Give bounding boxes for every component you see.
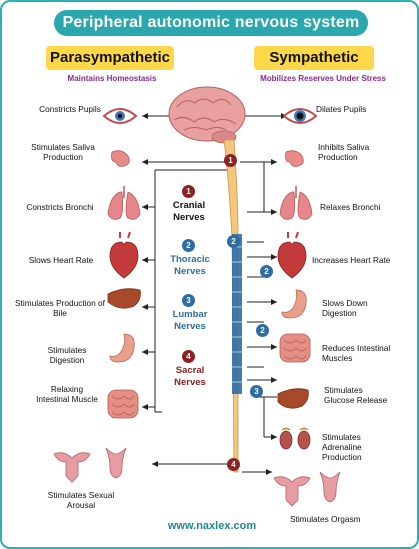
spine-badge-lumbar: 3 [250,385,263,398]
right-liver-icon [277,388,309,409]
effect-increases-heart-rate: Increases Heart Rate [312,255,391,265]
effect-dilates-pupils: Dilates Pupils [316,104,367,114]
spinal-cord-icon [223,139,242,473]
effect-stimulates-saliva: Stimulates Saliva Production [31,142,95,162]
effect-adrenaline-production: Stimulates Adrenaline Production [322,432,362,462]
spine-badge-cranial: 1 [224,154,237,167]
dilated-eye-icon [282,108,318,124]
heart-icon [109,231,139,279]
sympathetic-subtitle: Mobilizes Reserves Under Stress [260,74,386,83]
right-lungs-icon [279,186,313,220]
effect-slows-heart-rate: Slows Heart Rate [28,255,94,265]
site-url: www.naxlex.com [167,520,257,532]
spine-badge-thoracic-2: 2 [260,265,273,278]
right-heart-icon [277,231,307,279]
stomach-icon [109,333,135,363]
effect-sexual-arousal: Stimulates Sexual Arousal [47,490,115,510]
connector-arrowheads [142,113,287,475]
right-salivary-gland-icon [285,150,304,167]
right-reproductive-organs-icon [273,471,341,507]
effect-stimulates-bile: Stimulates Production of Bile [15,298,105,318]
lungs-icon [107,186,141,220]
nerve-badge-4: 4 [182,350,195,363]
parasympathetic-subtitle: Maintains Homeostasis [67,74,157,83]
effect-constricts-pupils: Constricts Pupils [39,104,101,114]
sympathetic-header: Sympathetic [254,46,374,70]
effect-inhibits-saliva: Inhibits Saliva Production [318,142,370,162]
effect-constricts-bronchi: Constricts Bronchi [26,202,94,212]
nerve-lumbar: Lumbar Nerves [172,309,208,332]
right-intestines-icon [279,333,311,363]
effect-stimulates-digestion: Stimulates Digestion [47,345,87,365]
nerve-thoracic: Thoracic Nerves [170,254,210,277]
nerve-cranial: Cranial Nerves [172,200,206,223]
adrenal-kidneys-icon [279,427,311,450]
salivary-gland-icon [111,150,130,167]
effect-reduces-intestinal: Reduces Intestinal Muscles [322,343,391,363]
reproductive-organs-icon [53,447,127,483]
nerve-sacral: Sacral Nerves [174,365,206,388]
spine-badge-sacral: 4 [227,458,240,471]
right-stomach-icon [281,289,307,319]
nerve-badge-1: 1 [182,185,195,198]
effect-stimulates-orgasm: Stimulates Orgasm [290,514,361,524]
intestines-icon [107,389,139,419]
spine-badge-thoracic-3: 2 [256,324,269,337]
parasympathetic-header: Parasympathetic [46,46,174,70]
brain-icon [168,86,246,144]
nerve-badge-2: 2 [182,239,195,252]
spine-badge-thoracic-1: 2 [227,235,240,248]
nerve-badge-3: 3 [182,294,195,307]
effect-relaxing-intestinal: Relaxing Intestinal Muscle [36,384,98,404]
effect-relaxes-bronchi: Relaxes Bronchi [320,202,381,212]
parasympathetic-connectors [142,115,232,465]
effect-glucose-release: Stimulates Glucose Release [324,385,388,405]
page-title: Peripheral autonomic nervous system [54,10,368,36]
eye-icon [102,108,138,124]
effect-slows-digestion: Slows Down Digestion [322,298,368,318]
liver-icon [107,288,141,309]
